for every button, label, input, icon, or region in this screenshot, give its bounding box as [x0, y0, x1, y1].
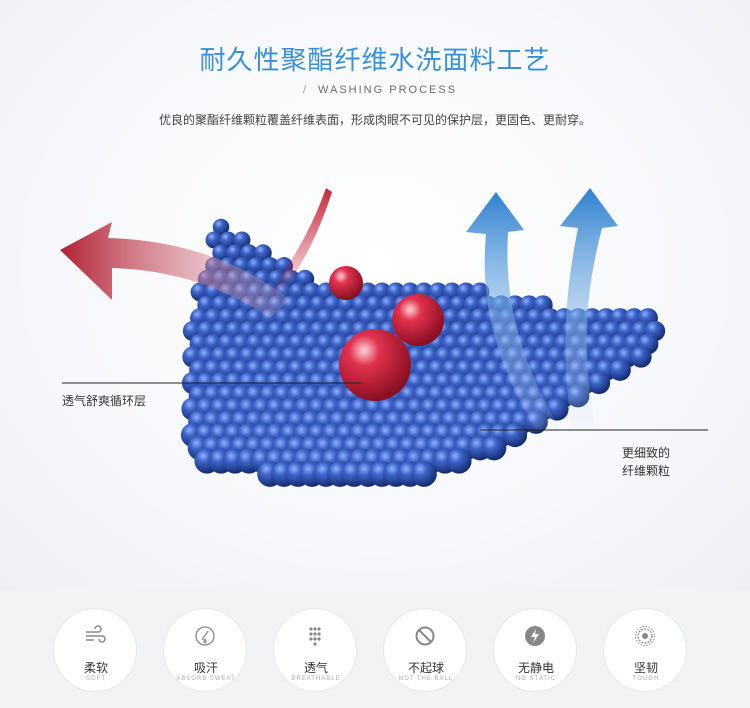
fiber-particle — [587, 371, 611, 395]
red-drop-medium — [392, 294, 444, 346]
fabric-illustration — [60, 188, 708, 487]
fiber-particle — [212, 218, 230, 236]
label-fine-particles-line2: 纤维颗粒 — [622, 464, 671, 478]
air-in-arrow-2-icon — [560, 188, 618, 430]
page-title: 耐久性聚酯纤维水洗面料工艺 — [199, 46, 551, 76]
feature-sublabel: SOFT — [86, 676, 106, 682]
subtitle-text: WASHING PROCESS — [318, 84, 458, 96]
air-out-arrow-icon — [60, 222, 290, 318]
no-ball-icon — [415, 626, 435, 646]
page-description: 优良的聚酯纤维颗粒覆盖纤维表面，形成肉眼不可见的保护层，更固色、更耐穿。 — [158, 113, 591, 127]
feature-no-pilling: 不起球 NOT THE BALL — [383, 608, 467, 692]
features-bar: 柔软 SOFT 吸汗 ABSORB SWEAT 透气 BREATHABLE 不起… — [0, 590, 750, 708]
feature-sublabel: NOT THE BALL — [398, 676, 454, 682]
label-fine-particles: 更细致的 纤维颗粒 — [622, 444, 670, 480]
label-breathable-layer: 透气舒爽循环层 — [62, 394, 147, 408]
feature-sublabel: BREATHABLE — [291, 676, 341, 682]
feature-sublabel: TOUGH — [632, 676, 660, 682]
feature-sublabel: NO STATIC — [515, 676, 557, 682]
air-in-arrow-icon — [466, 192, 560, 430]
subtitle-slash: / — [302, 84, 309, 96]
feature-label: 不起球 — [407, 661, 444, 675]
fiber-particle — [446, 448, 472, 474]
feature-breathable: 透气 BREATHABLE — [273, 608, 357, 692]
feature-sublabel: ABSORB SWEAT — [176, 676, 236, 682]
label-fine-particles-line1: 更细致的 — [622, 446, 671, 460]
fiber-particle — [233, 231, 251, 249]
fiber-particle — [502, 422, 528, 448]
fiber-particle — [481, 435, 507, 461]
red-drop-small — [329, 266, 363, 300]
fiber-particle — [240, 244, 258, 262]
gear-icon — [635, 626, 655, 646]
fiber-particle — [630, 346, 652, 368]
feature-soft: 柔软 SOFT — [53, 608, 137, 692]
feature-label: 无静电 — [517, 661, 554, 675]
drop-icon — [195, 626, 215, 646]
fiber-particle — [411, 461, 437, 487]
feature-absorb: 吸汗 ABSORB SWEAT — [163, 608, 247, 692]
red-drop-large — [339, 329, 411, 401]
feature-tough: 坚韧 TOUGH — [603, 608, 687, 692]
red-streak — [268, 188, 332, 300]
feature-label: 透气 — [303, 661, 328, 675]
fiber-particle — [212, 244, 230, 262]
feature-label: 柔软 — [83, 661, 108, 675]
feature-label: 吸汗 — [193, 661, 218, 675]
dots-icon — [309, 627, 321, 646]
fiber-particle — [219, 231, 237, 249]
page-subtitle: / WASHING PROCESS — [0, 84, 750, 96]
feature-no-static: 无静电 NO STATIC — [493, 608, 577, 692]
wind-icon — [86, 625, 106, 643]
lightning-icon — [525, 626, 545, 646]
fiber-particle — [609, 359, 631, 381]
feature-label: 坚韧 — [633, 661, 658, 675]
fiber-particle — [205, 231, 223, 249]
fiber-particle — [226, 244, 244, 262]
fiber-particle — [254, 244, 272, 262]
